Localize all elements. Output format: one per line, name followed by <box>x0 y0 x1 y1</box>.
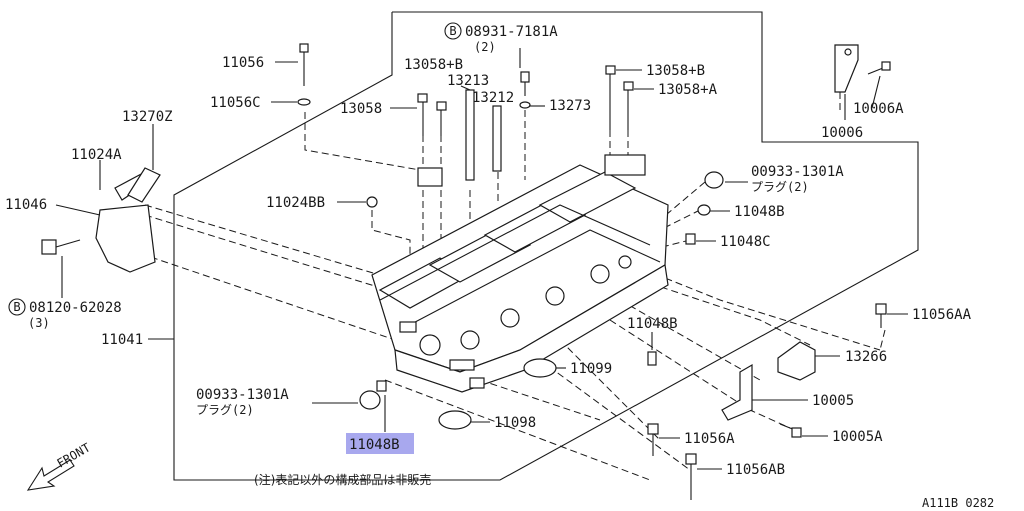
label-08931-7181a: 08931-7181A <box>465 24 558 40</box>
leader-lines <box>55 48 908 470</box>
label-13213: 13213 <box>447 73 489 89</box>
label-11048c: 11048C <box>720 234 771 250</box>
label-11041: 11041 <box>101 332 143 348</box>
label-11056aa: 11056AA <box>912 307 972 323</box>
cylinder-head-drawing <box>371 154 669 393</box>
label-11048b-right: 11048B <box>734 204 785 220</box>
label-13270z: 13270Z <box>122 109 173 125</box>
footnote: (注)表記以外の構成部品は非販売 <box>254 472 431 487</box>
label-11056c: 11056C <box>210 95 261 111</box>
label-10006a: 10006A <box>853 101 904 117</box>
label-13058: 13058 <box>340 101 382 117</box>
label-11048b-mid: 11048B <box>627 316 678 332</box>
label-11024bb: 11024BB <box>266 195 325 211</box>
label-11056: 11056 <box>222 55 264 71</box>
label-11024a: 11024A <box>71 147 122 163</box>
label-11098: 11098 <box>494 415 536 431</box>
front-indicator: FRONT <box>26 440 93 491</box>
bolt-marker-top: B <box>444 22 462 40</box>
label-11099: 11099 <box>570 361 612 377</box>
label-13273: 13273 <box>549 98 591 114</box>
label-13058b-left: 13058+B <box>404 57 463 73</box>
label-13212: 13212 <box>472 90 514 106</box>
bolt-marker-left: B <box>8 298 26 316</box>
label-08120-62028: 08120-62028 <box>29 300 122 316</box>
label-10005: 10005 <box>812 393 854 409</box>
label-11046: 11046 <box>5 197 47 213</box>
label-13058b-right: 13058+B <box>646 63 705 79</box>
label-00933-1301a-left: 00933-1301A <box>196 387 289 403</box>
label-plug-right: プラグ(2) <box>751 180 809 194</box>
part-labels: 11056 11056C 13270Z 11024A 11046 08120-6… <box>5 24 972 478</box>
bolt-marker-left-letter: B <box>13 300 20 314</box>
label-13266: 13266 <box>845 349 887 365</box>
label-11056a: 11056A <box>684 431 735 447</box>
label-plug-left: プラグ(2) <box>196 403 254 417</box>
label-08931-qty: (2) <box>474 40 496 54</box>
label-11056ab: 11056AB <box>726 462 785 478</box>
component-drawings <box>41 43 891 500</box>
label-08120-qty: (3) <box>28 316 50 330</box>
label-10005a: 10005A <box>832 429 883 445</box>
label-11048b-highlighted[interactable]: 11048B <box>349 437 400 453</box>
front-arrow-icon <box>26 459 75 491</box>
reference-code: A111B 0282 <box>922 496 994 510</box>
label-00933-1301a-right: 00933-1301A <box>751 164 844 180</box>
label-10006: 10006 <box>821 125 863 141</box>
assembly-outline <box>173 11 919 481</box>
highlight-box <box>346 433 414 454</box>
label-13058a: 13058+A <box>658 82 718 98</box>
bolt-marker-top-letter: B <box>449 24 456 38</box>
